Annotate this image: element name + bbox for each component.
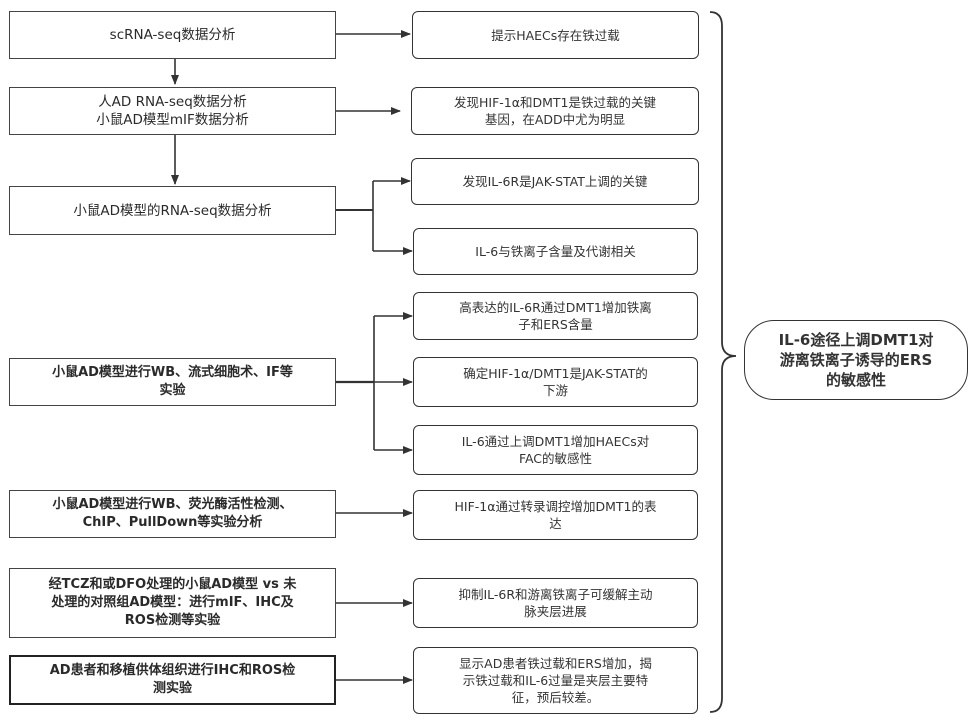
finding-hif1a-transcription: HIF-1α通过转录调控增加DMT1的表 达 <box>413 490 698 540</box>
finding-text: 抑制IL-6R和游离铁离子可缓解主动 脉夹层进展 <box>458 587 653 619</box>
method-step-text: 小鼠AD模型进行WB、流式细胞术、IF等 实验 <box>52 365 293 398</box>
finding-patient-iron-ers: 显示AD患者铁过载和ERS增加，揭 示铁过载和IL-6过量是夹层主要特 征，预后… <box>413 647 698 714</box>
finding-text: 显示AD患者铁过载和ERS增加，揭 示铁过载和IL-6过量是夹层主要特 征，预后… <box>459 656 652 705</box>
finding-text: IL-6与铁离子含量及代谢相关 <box>475 244 636 259</box>
method-step-scrna-seq: scRNA-seq数据分析 <box>9 11 336 59</box>
finding-text: 发现HIF-1α和DMT1是铁过载的关键 基因，在ADD中尤为明显 <box>454 95 656 127</box>
method-step-text: 经TCZ和或DFO处理的小鼠AD模型 vs 未 处理的对照组AD模型：进行mIF… <box>48 577 297 628</box>
method-step-text: 人AD RNA-seq数据分析 小鼠AD模型mIF数据分析 <box>96 94 249 128</box>
finding-text: 确定HIF-1α/DMT1是JAK-STAT的 下游 <box>463 366 648 398</box>
method-step-text: AD患者和移植供体组织进行IHC和ROS检 测实验 <box>49 663 296 696</box>
conclusion-node: IL-6途径上调DMT1对 游离铁离子诱导的ERS 的敏感性 <box>744 320 968 400</box>
method-step-human-ad-rna-seq: 人AD RNA-seq数据分析 小鼠AD模型mIF数据分析 <box>9 87 336 135</box>
method-step-mouse-wb-flow-if: 小鼠AD模型进行WB、流式细胞术、IF等 实验 <box>9 358 336 406</box>
finding-il6r-dmt1-ers: 高表达的IL-6R通过DMT1增加铁离 子和ERS含量 <box>413 292 698 340</box>
finding-hif1a-dmt1-key-genes: 发现HIF-1α和DMT1是铁过载的关键 基因，在ADD中尤为明显 <box>411 87 699 135</box>
finding-il6-iron-metabolism: IL-6与铁离子含量及代谢相关 <box>413 228 698 275</box>
method-step-mouse-chip-pulldown: 小鼠AD模型进行WB、荧光酶活性检测、 ChIP、PullDown等实验分析 <box>9 490 336 538</box>
finding-text: 高表达的IL-6R通过DMT1增加铁离 子和ERS含量 <box>459 300 652 332</box>
finding-text: IL-6通过上调DMT1增加HAECs对 FAC的敏感性 <box>461 434 650 466</box>
method-step-patient-tissue: AD患者和移植供体组织进行IHC和ROS检 测实验 <box>9 655 336 705</box>
method-step-text: 小鼠AD模型的RNA-seq数据分析 <box>73 202 272 219</box>
finding-text: 提示HAECs存在铁过载 <box>491 27 620 43</box>
method-step-tcz-dfo-treatment: 经TCZ和或DFO处理的小鼠AD模型 vs 未 处理的对照组AD模型：进行mIF… <box>9 568 336 638</box>
finding-text: HIF-1α通过转录调控增加DMT1的表 达 <box>454 499 657 531</box>
method-step-text: scRNA-seq数据分析 <box>109 27 236 43</box>
curly-brace <box>709 11 737 713</box>
method-step-text: 小鼠AD模型进行WB、荧光酶活性检测、 ChIP、PullDown等实验分析 <box>52 497 293 530</box>
finding-text: 发现IL-6R是JAK-STAT上调的关键 <box>462 174 648 189</box>
finding-il6r-jak-stat: 发现IL-6R是JAK-STAT上调的关键 <box>411 158 699 205</box>
finding-il6-fac-sensitivity: IL-6通过上调DMT1增加HAECs对 FAC的敏感性 <box>413 425 698 475</box>
finding-hif1a-downstream: 确定HIF-1α/DMT1是JAK-STAT的 下游 <box>413 357 698 407</box>
finding-inhibit-il6r-relief: 抑制IL-6R和游离铁离子可缓解主动 脉夹层进展 <box>413 578 698 628</box>
method-step-mouse-rna-seq: 小鼠AD模型的RNA-seq数据分析 <box>9 186 336 235</box>
finding-iron-overload: 提示HAECs存在铁过载 <box>412 11 699 59</box>
conclusion-text: IL-6途径上调DMT1对 游离铁离子诱导的ERS 的敏感性 <box>778 331 934 389</box>
